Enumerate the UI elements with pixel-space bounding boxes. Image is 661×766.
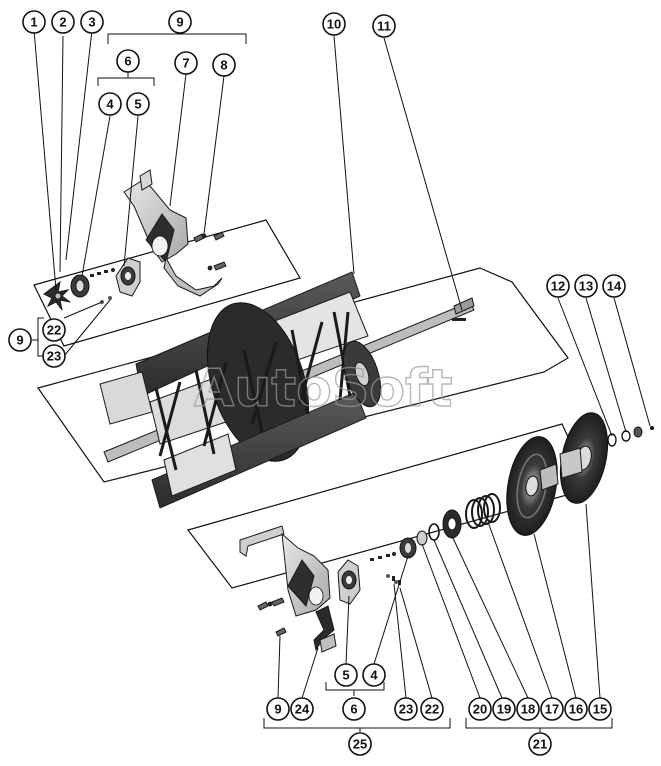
bracket-9-left: [32, 317, 44, 357]
bearing-part-4-top: [70, 274, 90, 298]
bearing-housing-part-5-top: [115, 257, 141, 297]
frame-rotor-group: [37, 267, 569, 483]
washers-part-12-13-14: [607, 426, 654, 447]
svg-text:21: 21: [533, 737, 547, 752]
callout-22-left: 22: [42, 318, 66, 342]
svg-text:12: 12: [551, 279, 565, 294]
svg-text:9: 9: [274, 702, 281, 717]
svg-text:11: 11: [377, 19, 391, 34]
svg-text:2: 2: [59, 15, 66, 30]
callout-13: 13: [574, 274, 598, 298]
pulley-part-16: [506, 436, 559, 536]
small-fasteners-bottom: [370, 552, 398, 584]
svg-text:8: 8: [220, 58, 227, 73]
svg-text:22: 22: [425, 702, 439, 717]
svg-text:18: 18: [521, 702, 535, 717]
bracket-6-bottom: [325, 682, 385, 696]
spring-part-17: [465, 493, 501, 529]
bearing-part-4-bottom: [399, 537, 417, 559]
svg-text:7: 7: [182, 56, 189, 71]
svg-text:16: 16: [569, 702, 583, 717]
callout-4-bottom: 4: [362, 663, 386, 687]
callout-25: 25: [348, 732, 372, 756]
callout-9-top: 9: [168, 10, 192, 34]
callout-5-bottom: 5: [334, 663, 358, 687]
callout-21: 21: [528, 732, 552, 756]
callout-19: 19: [492, 697, 516, 721]
bolts-part-9-bottom: [257, 597, 287, 637]
ring-part-18: [442, 509, 462, 539]
svg-text:20: 20: [473, 702, 487, 717]
hub-star-part-1: [43, 280, 71, 311]
callout-5-top: 5: [126, 92, 150, 116]
svg-text:23: 23: [47, 349, 61, 364]
svg-text:6: 6: [124, 54, 131, 69]
callout-23-left: 23: [42, 344, 66, 368]
callout-22-bottom: 22: [420, 697, 444, 721]
callout-3: 3: [80, 10, 104, 34]
svg-text:19: 19: [497, 702, 511, 717]
svg-text:3: 3: [88, 15, 95, 30]
svg-text:23: 23: [399, 702, 413, 717]
callout-11: 11: [372, 14, 396, 38]
bearing-housing-part-5-bottom: [337, 559, 361, 605]
washer-part-20: [416, 530, 428, 546]
callout-15: 15: [588, 697, 612, 721]
bracket-21: [465, 718, 613, 732]
svg-text:17: 17: [545, 702, 559, 717]
svg-text:24: 24: [295, 702, 310, 717]
rotor-assembly-part-10: [99, 271, 475, 509]
svg-text:5: 5: [342, 668, 349, 683]
bolts-part-8: [193, 231, 227, 271]
bracket-9-top: [107, 32, 247, 44]
svg-text:5: 5: [134, 97, 141, 112]
callout-17: 17: [540, 697, 564, 721]
leader-lines: [33, 29, 651, 699]
pulley-part-15: [559, 412, 609, 504]
bracket-6-top: [97, 72, 155, 86]
callout-14: 14: [602, 274, 626, 298]
small-fasteners-top: [90, 268, 115, 304]
callout-20: 20: [468, 697, 492, 721]
watermark-text: AutoSoft: [194, 359, 453, 419]
callout-2: 2: [51, 10, 75, 34]
callout-9-left: 9: [8, 328, 32, 352]
support-bracket-part-24: [239, 525, 337, 653]
svg-text:25: 25: [353, 737, 367, 752]
svg-text:22: 22: [47, 323, 61, 338]
support-bracket-part-7: [123, 169, 223, 297]
svg-text:15: 15: [593, 702, 607, 717]
callout-8: 8: [212, 53, 236, 77]
callout-16: 16: [564, 697, 588, 721]
callout-12: 12: [546, 274, 570, 298]
svg-text:9: 9: [176, 15, 183, 30]
svg-text:4: 4: [106, 97, 114, 112]
svg-text:10: 10: [327, 17, 341, 32]
bracket-25: [263, 718, 451, 732]
svg-text:13: 13: [579, 279, 593, 294]
callout-7: 7: [174, 51, 198, 75]
callout-1: 1: [22, 10, 46, 34]
callout-10: 10: [322, 12, 346, 36]
callout-6-bottom: 6: [342, 697, 366, 721]
svg-text:9: 9: [16, 333, 23, 348]
callout-9-bottom: 9: [266, 697, 290, 721]
svg-text:6: 6: [350, 702, 357, 717]
callout-6-top: 6: [116, 49, 140, 73]
svg-text:4: 4: [370, 668, 378, 683]
svg-text:14: 14: [607, 279, 622, 294]
callout-18: 18: [516, 697, 540, 721]
svg-text:1: 1: [30, 15, 37, 30]
key-part-11: [452, 318, 466, 321]
callout-4-top: 4: [98, 92, 122, 116]
callout-24: 24: [290, 697, 314, 721]
callout-23-bottom: 23: [394, 697, 418, 721]
